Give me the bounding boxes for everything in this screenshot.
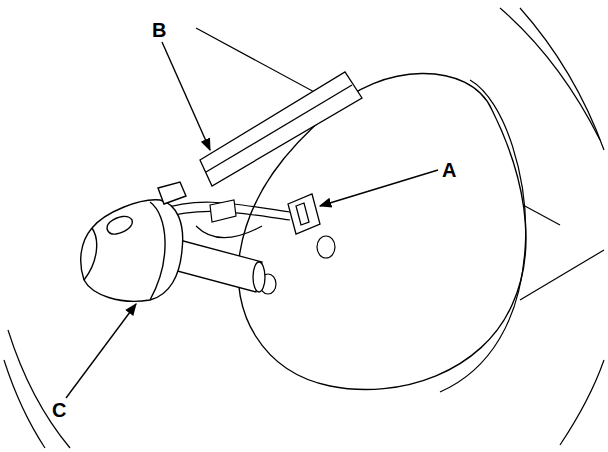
cover-slot <box>107 216 132 234</box>
cover-band-edge <box>206 85 352 172</box>
cover-edge <box>150 202 165 300</box>
mirror-rim <box>440 80 526 392</box>
mirror-hole <box>317 236 335 258</box>
leader-line <box>320 170 438 206</box>
roof-line <box>520 250 604 300</box>
roof-line <box>500 8 600 140</box>
roof-line <box>8 330 70 448</box>
callout-letter: B <box>152 20 166 40</box>
callout-letter: A <box>442 160 456 180</box>
leader-line <box>162 42 210 150</box>
mirror-cover <box>81 200 183 301</box>
stalk-end <box>253 262 265 292</box>
connector <box>288 194 320 234</box>
leader-line <box>66 304 136 398</box>
roof-line <box>560 360 604 445</box>
cover-tab <box>158 182 186 204</box>
roof-line <box>520 8 604 150</box>
callout-letter: C <box>52 400 66 420</box>
wire-clip <box>210 200 236 222</box>
cover-band <box>200 72 362 186</box>
connector-latch <box>296 203 309 225</box>
roof-line <box>4 360 45 448</box>
wire <box>196 226 262 238</box>
cover-edge <box>84 228 97 280</box>
